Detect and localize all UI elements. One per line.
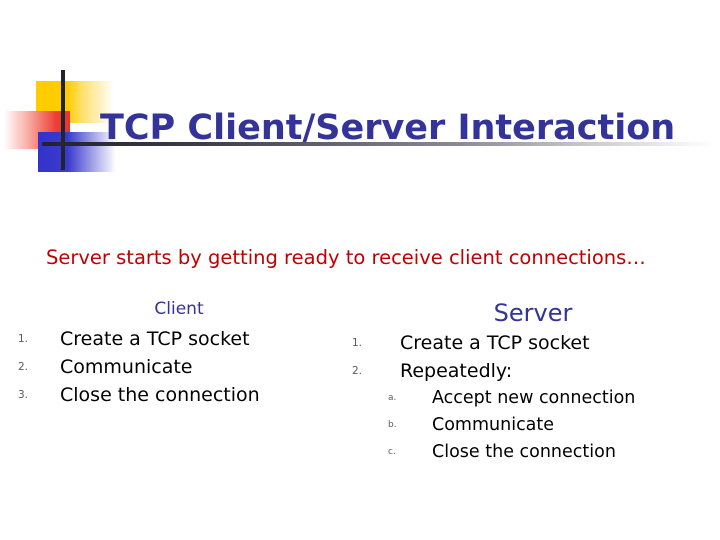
- list-item: c. Close the connection: [346, 439, 712, 466]
- server-column: Server 1. Create a TCP socket 2. Repeate…: [346, 300, 712, 466]
- server-substep-list: a. Accept new connection b. Communicate …: [346, 385, 712, 466]
- list-item-label: Communicate: [432, 415, 555, 436]
- list-marker: a.: [388, 393, 397, 404]
- list-marker: 1.: [18, 332, 29, 345]
- list-marker: b.: [388, 420, 397, 431]
- list-item-label: Close the connection: [60, 383, 260, 406]
- client-column: Client 1. Create a TCP socket 2. Communi…: [8, 300, 338, 409]
- list-item-label: Communicate: [60, 355, 193, 378]
- list-item: b. Communicate: [346, 412, 712, 439]
- client-step-list: 1. Create a TCP socket 2. Communicate 3.…: [8, 325, 338, 409]
- list-item: 3. Close the connection: [8, 381, 338, 409]
- list-item-label: Accept new connection: [432, 388, 636, 409]
- list-item-label: Create a TCP socket: [400, 332, 590, 355]
- slide-title: TCP Client/Server Interaction: [100, 108, 676, 149]
- list-item: 2. Repeatedly:: [346, 357, 712, 385]
- client-column-heading: Client: [154, 299, 204, 319]
- list-item-label: Create a TCP socket: [60, 327, 250, 350]
- red-rectangle-icon: [4, 111, 70, 149]
- lead-line: Server starts by getting ready to receiv…: [46, 245, 646, 269]
- vertical-line-divider: [61, 70, 65, 170]
- list-marker: 1.: [352, 337, 363, 350]
- list-item: 1. Create a TCP socket: [346, 329, 712, 357]
- list-marker: 2.: [18, 360, 29, 373]
- list-item: 1. Create a TCP socket: [8, 325, 338, 353]
- list-marker: 2.: [352, 365, 363, 378]
- list-item: 2. Communicate: [8, 353, 338, 381]
- list-item-label: Close the connection: [432, 442, 616, 463]
- server-step-list: 1. Create a TCP socket 2. Repeatedly: a.…: [346, 329, 712, 466]
- list-marker: 3.: [18, 388, 29, 401]
- list-item: a. Accept new connection: [346, 385, 712, 412]
- server-column-heading: Server: [493, 299, 573, 327]
- list-item-label: Repeatedly:: [400, 360, 513, 383]
- list-marker: c.: [388, 447, 396, 458]
- content-columns: Client 1. Create a TCP socket 2. Communi…: [0, 300, 720, 500]
